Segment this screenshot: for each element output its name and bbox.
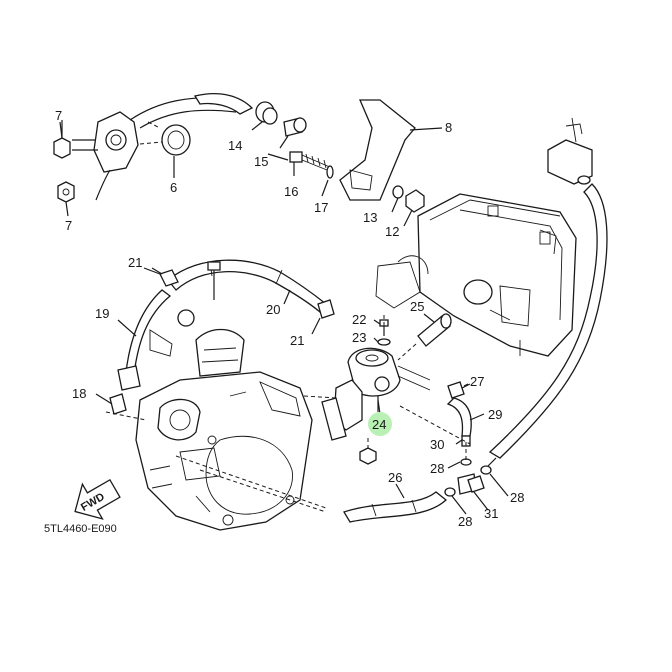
callout-14: 14 [228, 138, 242, 153]
callout-12: 12 [385, 224, 399, 239]
callout-26: 26 [388, 470, 402, 485]
clamp-27 [447, 381, 469, 399]
leader-lines [59, 121, 509, 515]
callout-23: 23 [352, 330, 366, 345]
hose-25 [417, 313, 452, 347]
nut-7-lower [57, 181, 75, 217]
mounting-plate [72, 96, 237, 201]
callout-21-lower: 21 [290, 333, 304, 348]
bolt-7-upper [53, 120, 71, 159]
grommet-14 [251, 101, 278, 131]
diagram-code: 5TL4460-E090 [44, 523, 117, 535]
hose-26 [343, 491, 448, 523]
bolt-long [207, 261, 221, 300]
reed-valve-assembly [321, 347, 431, 441]
highlight-marker-24 [368, 412, 392, 436]
frame-arm [193, 93, 443, 201]
callout-16: 16 [284, 184, 298, 199]
washer-17 [321, 165, 334, 197]
bolt-bottom [359, 447, 377, 465]
callout-7-lower: 7 [65, 218, 72, 233]
hose-20 [167, 259, 327, 313]
callout-30: 30 [430, 437, 444, 452]
callout-22: 22 [352, 312, 366, 327]
callout-21-upper: 21 [128, 255, 142, 270]
callout-7-upper: 7 [55, 108, 62, 123]
fwd-arrow-icon: FWD [74, 478, 121, 520]
callout-24-highlighted: 24 [372, 417, 386, 432]
hose-29 [446, 397, 472, 437]
callout-13: 13 [363, 210, 377, 225]
callout-28-a: 28 [430, 461, 444, 476]
clamp-21-lower [311, 299, 335, 335]
air-box [375, 193, 577, 357]
callout-6: 6 [170, 180, 177, 195]
collar-15 [279, 117, 307, 149]
callout-labels: 7 7 6 14 15 16 17 8 13 12 21 20 21 19 18… [55, 108, 524, 529]
callout-15: 15 [254, 154, 268, 169]
washer-23 [377, 338, 391, 346]
bolt-16 [289, 151, 333, 176]
callout-17: 17 [314, 200, 328, 215]
callout-8: 8 [445, 120, 452, 135]
hose-19 [117, 289, 195, 391]
callout-29: 29 [488, 407, 502, 422]
callout-27: 27 [470, 374, 484, 389]
clamp-21-upper [151, 267, 179, 287]
callout-28-c: 28 [510, 490, 524, 505]
callout-25: 25 [410, 299, 424, 314]
washer-13-nut-12 [391, 185, 425, 227]
callout-28-b: 28 [458, 514, 472, 529]
assembly-lines [105, 121, 471, 513]
callout-18: 18 [72, 386, 86, 401]
engine-block [135, 328, 313, 531]
callout-31: 31 [484, 506, 498, 521]
clip-28-group [444, 457, 497, 497]
return-hose [488, 183, 608, 459]
clamp-18 [109, 393, 127, 415]
joint-fitting [547, 117, 593, 185]
callout-19: 19 [95, 306, 109, 321]
callout-20: 20 [266, 302, 280, 317]
grommet-6 [139, 124, 191, 178]
